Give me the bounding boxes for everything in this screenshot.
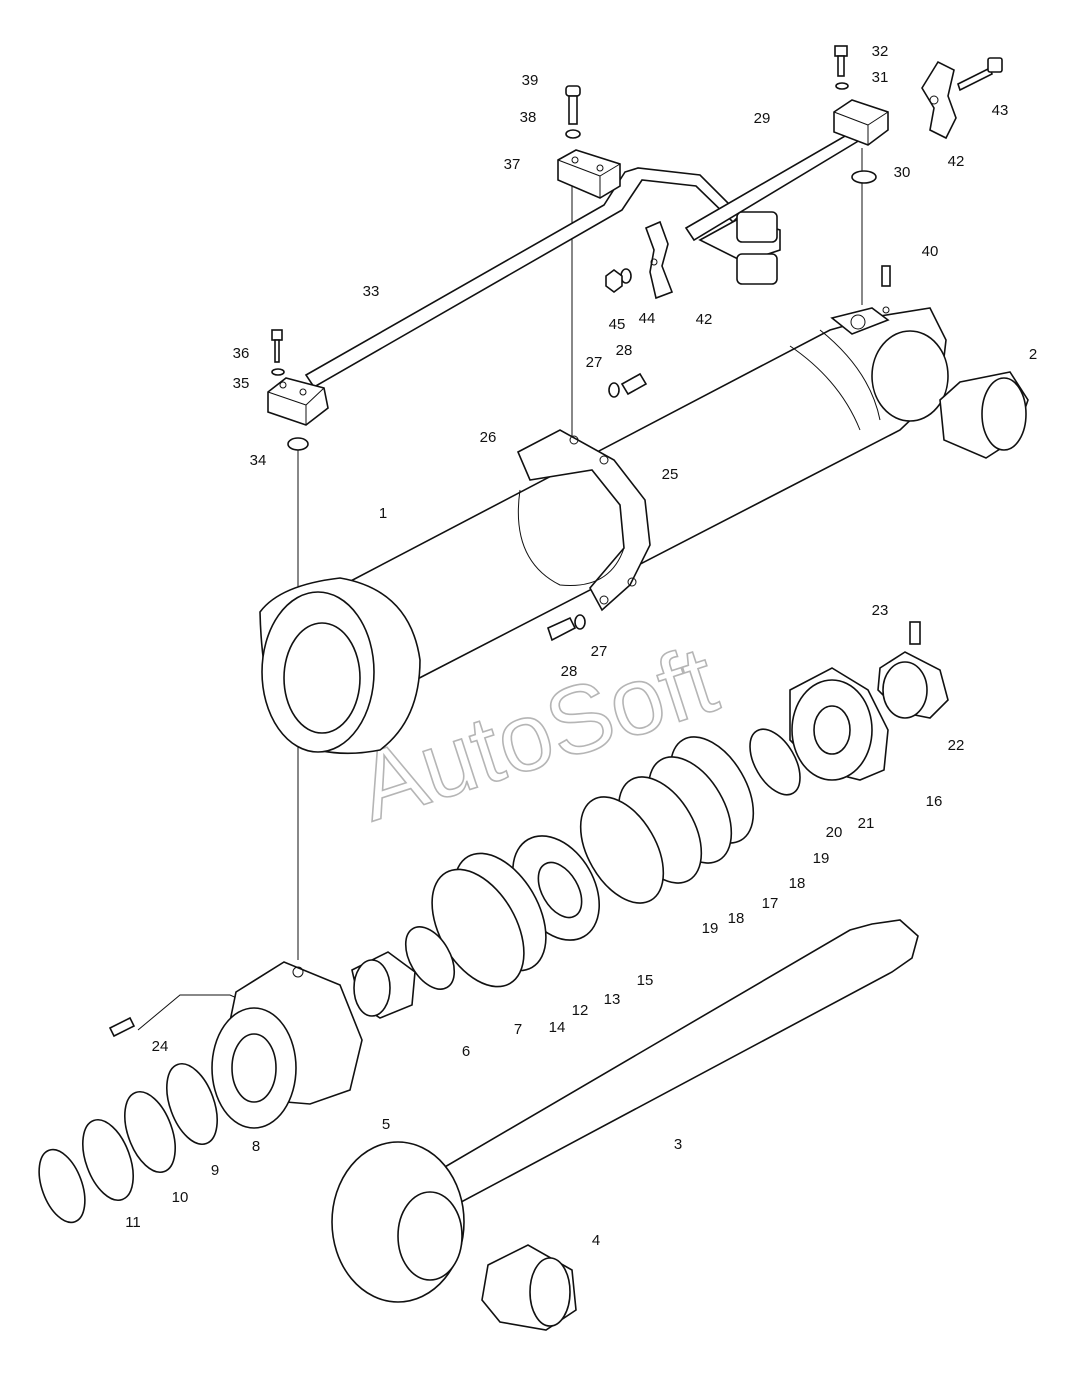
callout-p16: 16 — [926, 793, 943, 810]
callout-p34: 34 — [250, 452, 267, 469]
callout-p13: 13 — [604, 991, 621, 1008]
callout-p1: 1 — [379, 505, 387, 522]
bushing-4 — [481, 1244, 577, 1331]
set-screw-23 — [909, 621, 921, 645]
cylinder-flange — [259, 577, 421, 755]
callout-p44: 44 — [639, 310, 656, 327]
callout-p37: 37 — [504, 156, 521, 173]
callout-p17: 17 — [762, 895, 779, 912]
callout-p30: 30 — [894, 164, 911, 181]
callout-p19b: 19 — [702, 920, 719, 937]
callout-p24: 24 — [152, 1038, 169, 1055]
callout-p12: 12 — [572, 1002, 589, 1019]
clamp-42-lower — [605, 220, 674, 300]
callout-p18a: 18 — [789, 875, 806, 892]
callout-p23: 23 — [872, 602, 889, 619]
callout-p11: 11 — [125, 1214, 141, 1231]
clamp-42-upper — [921, 57, 1003, 140]
callout-p33: 33 — [363, 283, 380, 300]
bolt-39 — [565, 85, 581, 139]
bolt-28-upper — [608, 372, 648, 398]
callout-p22: 22 — [948, 737, 965, 754]
clamp-band-25 — [516, 429, 651, 612]
nut-22 — [877, 651, 949, 719]
callout-p27b: 27 — [591, 643, 608, 660]
callout-p42b: 42 — [696, 311, 713, 328]
callout-p20: 20 — [826, 824, 843, 841]
callout-p25: 25 — [662, 466, 679, 483]
piston-rod-3 — [331, 919, 919, 1303]
pipe-29 — [684, 99, 889, 285]
callout-p10: 10 — [172, 1189, 189, 1206]
callout-p29: 29 — [754, 110, 771, 127]
rod-head-5 — [211, 961, 363, 1129]
callout-p2: 2 — [1029, 346, 1037, 363]
callout-p4: 4 — [592, 1232, 600, 1249]
callout-p39: 39 — [522, 72, 539, 89]
callout-p32: 32 — [872, 43, 889, 60]
callout-p28b: 28 — [561, 663, 578, 680]
bolt-36 — [271, 329, 309, 451]
callout-p26: 26 — [480, 429, 497, 446]
callout-p31: 31 — [872, 69, 889, 86]
bushing-2 — [939, 371, 1029, 459]
callout-p28a: 28 — [616, 342, 633, 359]
callout-p43: 43 — [992, 102, 1009, 119]
callout-p38: 38 — [520, 109, 537, 126]
piston-16 — [789, 667, 889, 781]
bolt-28-lower — [547, 614, 586, 642]
callout-p35: 35 — [233, 375, 250, 392]
pipe-33 — [267, 167, 742, 426]
bushing-6 — [351, 951, 416, 1019]
callout-p8: 8 — [252, 1138, 260, 1155]
screw-24 — [108, 1016, 136, 1038]
callout-p18b: 18 — [728, 910, 745, 927]
bolt-32 — [834, 45, 849, 90]
callout-p5: 5 — [382, 1116, 390, 1133]
callout-p45: 45 — [609, 316, 626, 333]
callout-p7: 7 — [514, 1021, 522, 1038]
callout-p15: 15 — [637, 972, 654, 989]
seals-8-11 — [38, 1063, 218, 1224]
callout-p21: 21 — [858, 815, 875, 832]
callout-p36: 36 — [233, 345, 250, 362]
callout-p6: 6 — [462, 1043, 470, 1060]
cylinder-tube-1 — [343, 265, 949, 690]
callout-p9: 9 — [211, 1162, 219, 1179]
callout-p40: 40 — [922, 243, 939, 260]
callout-p19a: 19 — [813, 850, 830, 867]
callout-p14: 14 — [549, 1019, 566, 1036]
callout-p3: 3 — [674, 1136, 682, 1153]
rings-12-15 — [404, 835, 601, 990]
callout-labels: 1234567891011121314151617181819192021222… — [125, 43, 1037, 1249]
callout-p27a: 27 — [586, 354, 603, 371]
clamp-37 — [557, 149, 621, 199]
rings-17-21 — [579, 728, 801, 904]
callout-p42a: 42 — [948, 153, 965, 170]
